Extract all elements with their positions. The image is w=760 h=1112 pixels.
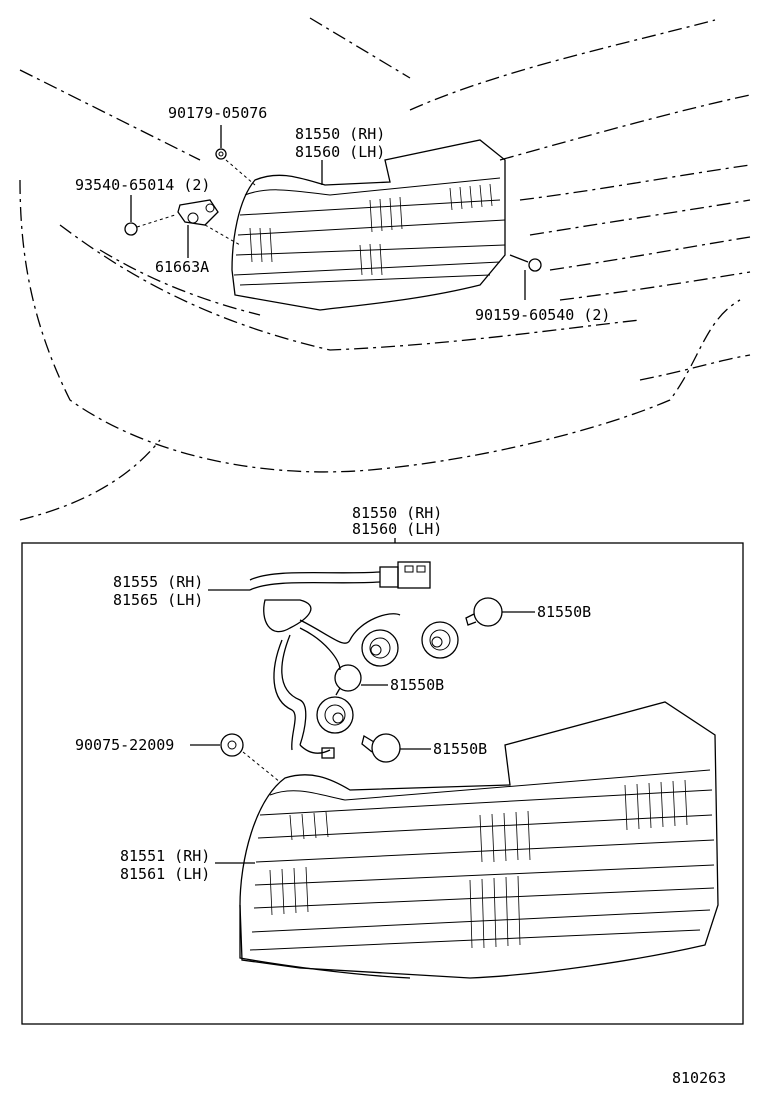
- wire-rh-label: 81555 (RH): [113, 573, 203, 591]
- bracket-label: 61663A: [155, 258, 209, 276]
- lens-rh-label: 81551 (RH): [120, 847, 210, 865]
- lamp-lh-label-top: 81560 (LH): [295, 143, 385, 161]
- detail-title-lh: 81560 (LH): [352, 520, 442, 538]
- bracket-part: [177, 199, 241, 258]
- tail-lamp-top: [231, 139, 506, 311]
- screw-small: [215, 125, 256, 186]
- bulb-socket-1: [361, 629, 399, 667]
- bulb-socket-2: [421, 621, 459, 659]
- bulb-2: [334, 664, 362, 696]
- wire-harness: [249, 561, 431, 759]
- lamp-rh-label-top: 81550 (RH): [295, 125, 385, 143]
- vehicle-body-outline: [19, 17, 751, 521]
- gasket-part: [220, 733, 281, 783]
- detail-frame: [21, 542, 744, 1025]
- bulb-1-label: 81550B: [537, 603, 591, 621]
- detail-title-rh: 81550 (RH): [352, 504, 442, 522]
- wire-lh-label: 81565 (LH): [113, 591, 203, 609]
- bulb-3-label: 81550B: [433, 740, 487, 758]
- bulb-1: [465, 597, 503, 627]
- lens-grid: [269, 779, 688, 949]
- lens-lh-label: 81561 (LH): [120, 865, 210, 883]
- lamp-lens: [239, 701, 719, 979]
- bulb-socket-3: [316, 696, 354, 734]
- bulb-2-label: 81550B: [390, 676, 444, 694]
- bulb-3: [361, 733, 401, 763]
- diagram-code: 810263: [672, 1069, 726, 1087]
- gasket-label: 90075-22009: [75, 736, 174, 754]
- bolt-part: [509, 254, 542, 300]
- lamp-grid-top: [249, 183, 493, 276]
- clip-label: 93540-65014 (2): [75, 176, 210, 194]
- screw-small-label: 90179-05076: [168, 104, 267, 122]
- clip-part: [124, 214, 176, 236]
- bolt-label: 90159-60540 (2): [475, 306, 610, 324]
